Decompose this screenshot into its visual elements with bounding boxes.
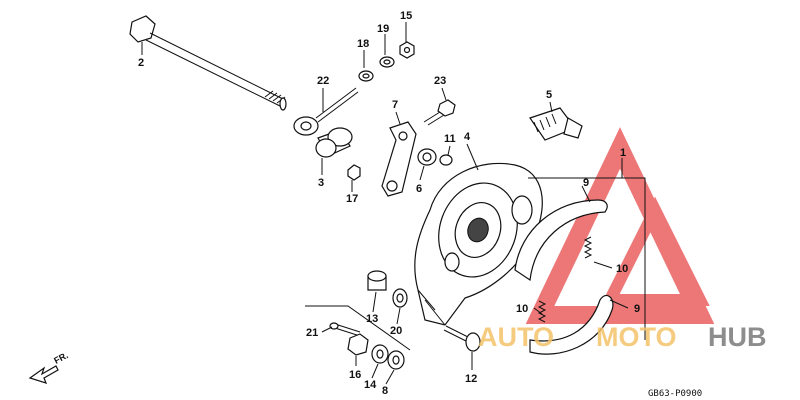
group-bracket-lines — [305, 305, 411, 351]
washer-part-8 — [387, 350, 405, 370]
washer-part-14 — [371, 344, 389, 364]
brake-rod-bolt-part — [293, 87, 359, 136]
label-part-5: 5 — [546, 89, 552, 101]
label-part-14: 14 — [364, 379, 377, 391]
label-part-11: 11 — [444, 133, 456, 145]
brake-cam-part — [529, 107, 583, 141]
label-part-7: 7 — [392, 99, 398, 111]
label-part-20: 20 — [390, 325, 402, 337]
collar-part-13 — [367, 270, 387, 291]
pinch-bolt-part — [423, 99, 456, 126]
label-part-10a: 10 — [616, 263, 628, 275]
label-part-21: 21 — [306, 327, 318, 339]
label-part-16: 16 — [349, 369, 361, 381]
seal-part-6 — [417, 148, 437, 166]
label-part-10b: 10 — [516, 303, 528, 315]
collar-part — [315, 127, 353, 158]
label-part-8: 8 — [382, 385, 388, 397]
front-direction-arrow: FR. — [28, 350, 70, 384]
label-part-22: 22 — [317, 75, 329, 87]
label-part-9b: 9 — [634, 303, 640, 315]
label-part-17: 17 — [346, 193, 358, 205]
brake-arm-part — [381, 121, 417, 197]
part-number-labels: 1 2 3 4 5 6 7 8 9 9 10 10 11 12 13 14 15… — [138, 10, 640, 397]
axle-part — [129, 15, 287, 111]
washer-part-11 — [439, 154, 453, 166]
label-part-3: 3 — [318, 177, 324, 189]
label-part-23: 23 — [434, 75, 446, 87]
nut-part-16 — [347, 333, 369, 356]
label-part-6: 6 — [416, 183, 422, 195]
front-direction-label: FR. — [52, 350, 69, 366]
label-part-12: 12 — [465, 373, 477, 385]
watermark-text: AUTO MOTO HUB — [478, 322, 767, 352]
label-part-1: 1 — [620, 147, 626, 159]
label-part-18: 18 — [357, 38, 369, 50]
nut-part-17 — [347, 164, 361, 181]
label-part-15: 15 — [400, 10, 412, 22]
washer-set-top — [358, 41, 415, 82]
brake-shoe-assembly — [514, 177, 646, 355]
cotter-pin-part — [329, 322, 361, 337]
watermark-moto: MOTO — [596, 322, 677, 352]
watermark-auto: AUTO — [478, 322, 554, 352]
label-part-19: 19 — [377, 23, 389, 35]
watermark-triangle-logo — [525, 127, 715, 324]
bolt-part-12 — [443, 325, 481, 352]
diagram-code: GB63-P0900 — [648, 389, 702, 399]
watermark-hub: HUB — [708, 322, 767, 352]
label-part-4: 4 — [464, 131, 471, 143]
washer-part-20 — [392, 288, 408, 308]
label-part-13: 13 — [366, 313, 378, 325]
leader-lines — [141, 22, 629, 385]
label-part-9a: 9 — [583, 177, 589, 189]
label-part-2: 2 — [138, 57, 144, 69]
